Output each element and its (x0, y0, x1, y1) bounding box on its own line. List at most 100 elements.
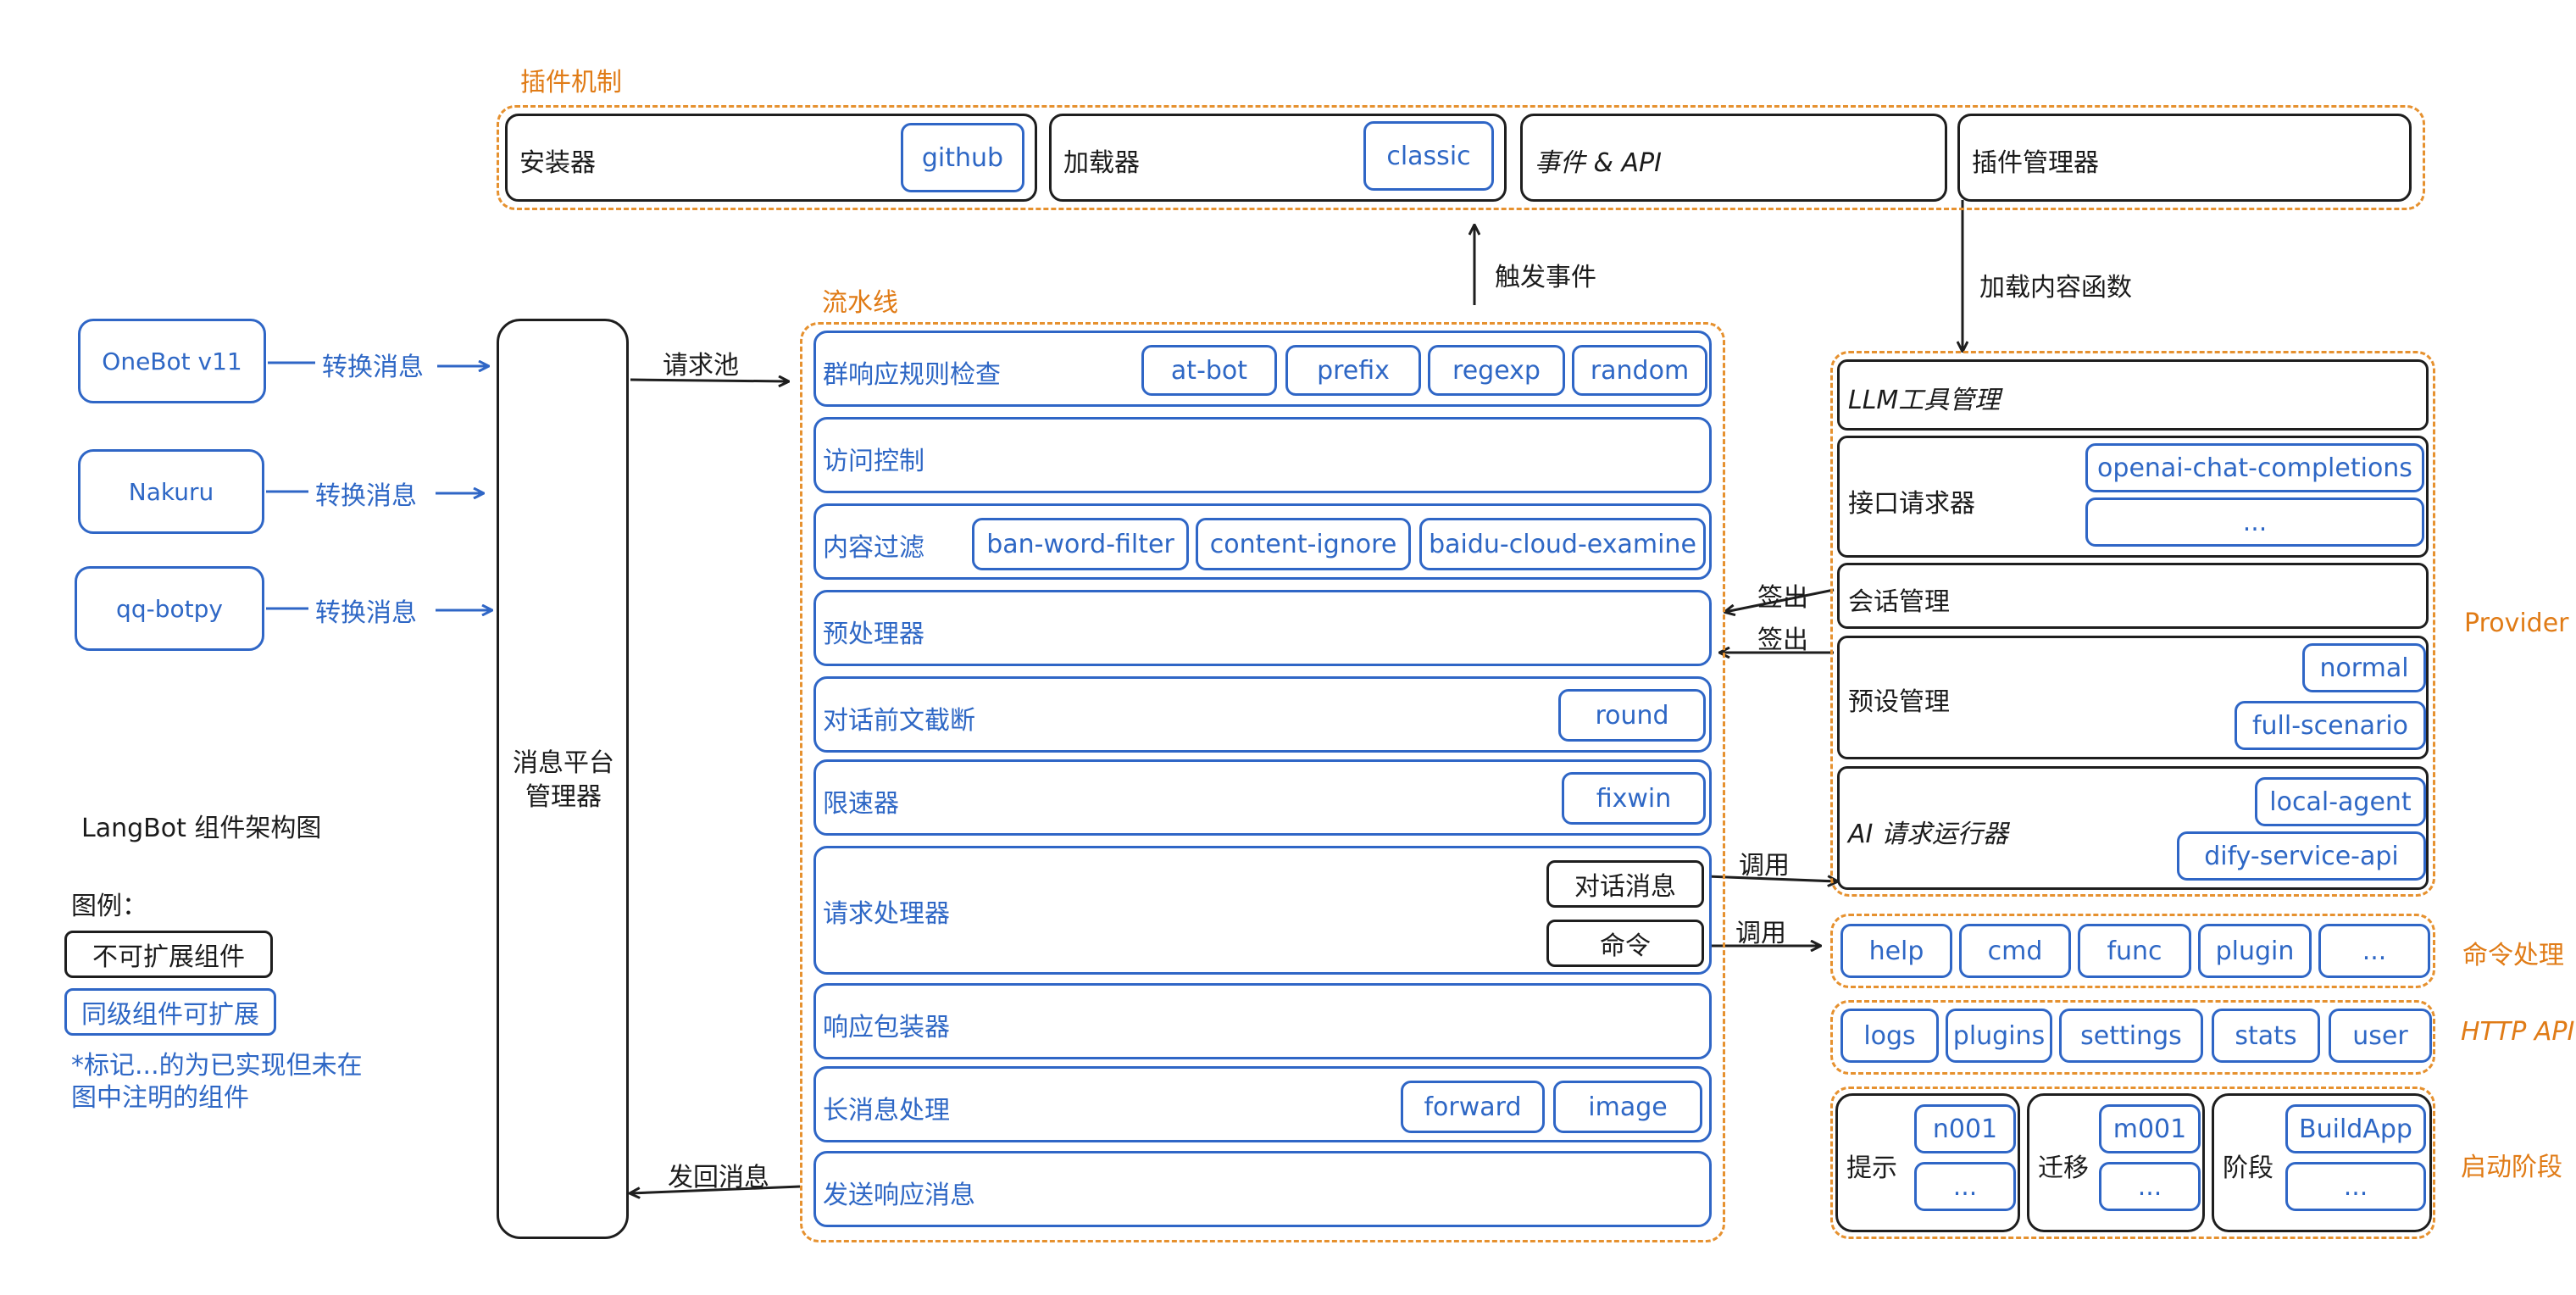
loader-box: 加载器 classic (1049, 114, 1507, 202)
adapter-onebot-label: OneBot v11 (102, 347, 242, 375)
edge-checkout-session (1725, 588, 1835, 612)
tag-regexp: regexp (1428, 345, 1565, 396)
runner-box: AI 请求运行器 local-agent dify-service-api (1837, 766, 2429, 890)
tag-forward: forward (1401, 1081, 1545, 1133)
command-group (1830, 914, 2435, 988)
boot-hint-box: 提示 n001 ... (1835, 1093, 2020, 1232)
stage-response-wrapper-label: 响应包装器 (823, 1013, 950, 1042)
stage-preprocessor: 预处理器 (813, 590, 1712, 666)
invoke-label-2: 调用 (1735, 919, 1786, 948)
load-content-label: 加载内容函数 (1979, 273, 2132, 303)
cmd-func: func (2078, 924, 2191, 978)
stage-long-message: 长消息处理 forward image (813, 1066, 1712, 1142)
tag-image: image (1553, 1081, 1702, 1133)
edge-convert-1 (268, 363, 488, 366)
diagram-title: LangBot 组件架构图 (81, 814, 322, 843)
plugin-group (497, 105, 2425, 210)
tag-local-agent: local-agent (2255, 777, 2426, 826)
boot-migrate-label: 迁移 (2038, 1153, 2089, 1183)
stage-access-control: 访问控制 (813, 417, 1712, 493)
stage-long-message-label: 长消息处理 (823, 1096, 950, 1125)
session-label: 会话管理 (1848, 587, 1950, 617)
edge-send-back (630, 1185, 801, 1193)
tag-hint-more: ... (1914, 1162, 2016, 1211)
preset-label: 预设管理 (1848, 687, 1950, 717)
boot-stage-box: 阶段 BuildApp ... (2212, 1093, 2432, 1232)
adapter-qqbotpy: qq-botpy (75, 566, 264, 651)
installer-box: 安装器 github (505, 114, 1037, 202)
tag-stage-more: ... (2285, 1162, 2426, 1211)
stage-context-truncate: 对话前文截断 round (813, 676, 1712, 753)
send-back-label: 发回消息 (668, 1163, 769, 1192)
api-stats: stats (2212, 1009, 2320, 1063)
http-api-title: HTTP API (2461, 1017, 2575, 1047)
legend-note-line2: 图中注明的组件 (71, 1083, 249, 1113)
plugin-manager-box: 插件管理器 (1957, 114, 2412, 202)
tag-requester-more: ... (2085, 497, 2424, 547)
stage-preprocessor-label: 预处理器 (823, 620, 924, 649)
events-api-box: 事件 & API (1520, 114, 1947, 202)
boot-migrate-box: 迁移 m001 ... (2027, 1093, 2205, 1232)
adapter-qqbotpy-label: qq-botpy (116, 594, 223, 623)
edge-invoke-runner (1706, 875, 1837, 881)
cmd-cmd: cmd (1959, 924, 2071, 978)
legend-label: 图例： (71, 892, 147, 921)
tag-prefix: prefix (1285, 345, 1421, 396)
platform-manager-box: 消息平台管理器 (497, 319, 629, 1239)
convert-label-1: 转换消息 (322, 353, 424, 382)
requester-box: 接口请求器 openai-chat-completions ... (1837, 436, 2429, 558)
events-api-label: 事件 & API (1535, 148, 1662, 178)
adapter-nakuru-label: Nakuru (128, 477, 214, 506)
plugin-manager-label: 插件管理器 (1972, 148, 2099, 178)
command-box: 命令 (1546, 920, 1704, 967)
tag-at-bot: at-bot (1141, 345, 1277, 396)
chat-message-box: 对话消息 (1546, 860, 1704, 908)
plugin-group-title: 插件机制 (520, 68, 622, 97)
edge-request-pool (630, 380, 788, 381)
preset-box: 预设管理 normal full-scenario (1837, 636, 2429, 759)
adapter-nakuru: Nakuru (78, 449, 264, 534)
legend-note-line1: *标记...的为已实现但未在 (71, 1051, 363, 1081)
checkout-label-1: 签出 (1757, 583, 1808, 613)
boot-title: 启动阶段 (2461, 1153, 2562, 1182)
api-logs: logs (1840, 1009, 1939, 1063)
boot-hint-label: 提示 (1846, 1153, 1897, 1183)
tag-m001: m001 (2099, 1104, 2201, 1153)
boot-stage-label: 阶段 (2223, 1153, 2273, 1183)
stage-send-response: 发送响应消息 (813, 1151, 1712, 1227)
stage-content-filter: 内容过滤 ban-word-filter content-ignore baid… (813, 503, 1712, 580)
loader-label: 加载器 (1063, 148, 1140, 178)
tag-normal: normal (2302, 643, 2426, 692)
invoke-label-1: 调用 (1739, 851, 1790, 881)
llm-tool-box: LLM工具管理 (1837, 359, 2429, 431)
stage-access-control-label: 访问控制 (823, 447, 924, 476)
adapter-onebot: OneBot v11 (78, 319, 266, 403)
pipeline-group (800, 322, 1725, 1242)
trigger-event-label: 触发事件 (1495, 263, 1596, 292)
requester-label: 接口请求器 (1848, 489, 1975, 519)
stage-send-response-label: 发送响应消息 (823, 1181, 975, 1210)
runner-label: AI 请求运行器 (1848, 820, 2008, 849)
http-api-group (1830, 1000, 2435, 1075)
installer-label: 安装器 (519, 148, 596, 178)
boot-group (1830, 1087, 2435, 1239)
tag-buildapp: BuildApp (2285, 1104, 2426, 1153)
convert-label-2: 转换消息 (315, 481, 417, 511)
llm-tool-label: LLM工具管理 (1848, 386, 2001, 415)
api-plugins: plugins (1946, 1009, 2052, 1063)
edge-convert-2 (266, 492, 483, 493)
tag-ban-word-filter: ban-word-filter (972, 518, 1189, 570)
edge-convert-3 (266, 609, 491, 610)
session-box: 会话管理 (1837, 563, 2429, 629)
tag-content-ignore: content-ignore (1196, 518, 1411, 570)
request-pool-label: 请求池 (663, 351, 739, 381)
api-user: user (2329, 1009, 2432, 1063)
tag-migrate-more: ... (2099, 1162, 2201, 1211)
platform-manager-label: 消息平台管理器 (513, 748, 614, 812)
stage-request-processor: 请求处理器 对话消息 命令 (813, 846, 1712, 975)
legend-non-extendable: 不可扩展组件 (64, 931, 273, 978)
stage-rate-limiter: 限速器 fixwin (813, 759, 1712, 836)
tag-baidu-cloud-examine: baidu-cloud-examine (1419, 518, 1706, 570)
installer-github-tag: github (901, 123, 1024, 192)
